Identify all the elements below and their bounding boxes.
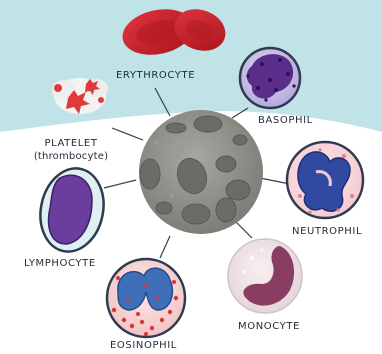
label-basophil: BASOPHIL — [258, 115, 313, 127]
blood-sample-illustration — [139, 110, 263, 234]
monocyte-illustration — [228, 239, 302, 313]
label-erythrocyte: ERYTHROCYTE — [116, 70, 195, 82]
basophil-illustration — [240, 48, 300, 108]
neutrophil-illustration — [287, 142, 363, 218]
eosinophil-illustration — [107, 259, 185, 337]
label-monocyte: MONOCYTE — [238, 321, 300, 333]
label-neutrophil: NEUTROPHIL — [292, 226, 362, 238]
label-platelet-sub: (thrombocyte) — [24, 151, 118, 163]
label-eosinophil: EOSINOPHIL — [110, 340, 177, 352]
label-platelet: PLATELET — [30, 138, 112, 150]
label-lymphocyte: LYMPHOCYTE — [24, 258, 96, 270]
